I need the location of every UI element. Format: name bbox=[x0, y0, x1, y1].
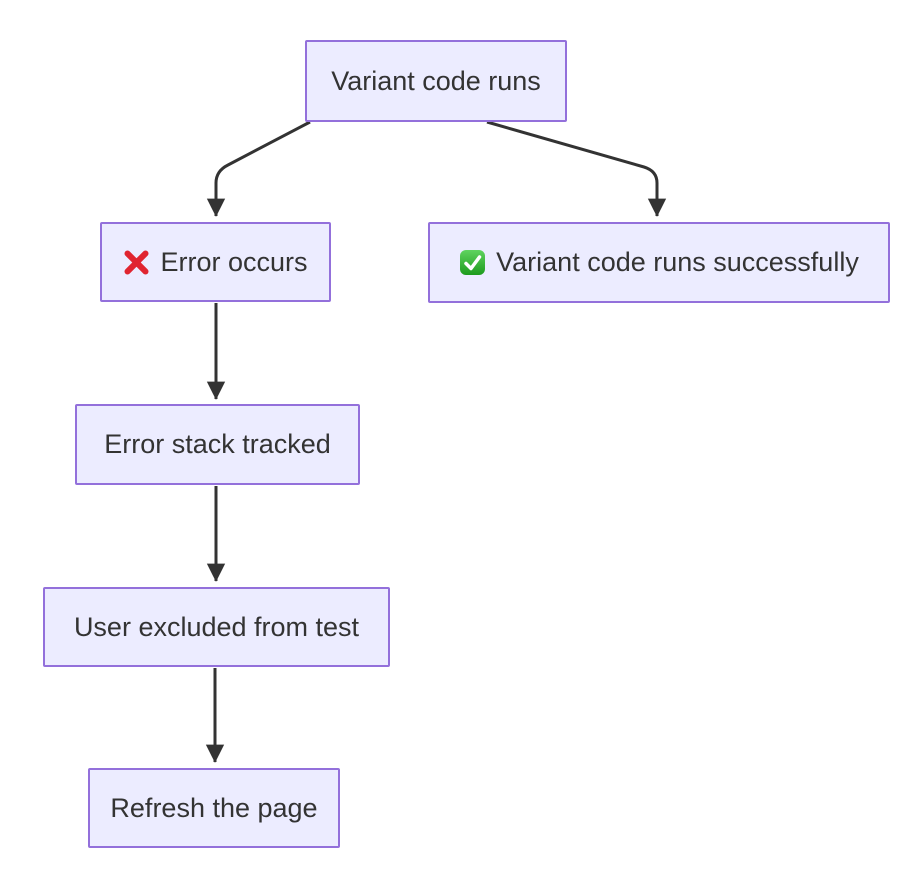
node-refresh-the-page: Refresh the page bbox=[88, 768, 340, 848]
node-error-stack-tracked: Error stack tracked bbox=[75, 404, 360, 485]
node-variant-code-runs: Variant code runs bbox=[305, 40, 567, 122]
node-user-excluded-from-test: User excluded from test bbox=[43, 587, 390, 667]
check-mark-icon bbox=[459, 249, 486, 276]
node-label: User excluded from test bbox=[73, 611, 360, 642]
node-label: Error stack tracked bbox=[104, 429, 331, 460]
cross-mark-icon bbox=[123, 249, 150, 276]
node-label: Error occurs bbox=[160, 246, 308, 277]
node-error-occurs: Error occurs bbox=[100, 222, 331, 302]
node-variant-success: Variant code runs successfully bbox=[428, 222, 890, 303]
node-label: Refresh the page bbox=[110, 792, 318, 823]
node-label: Variant code runs bbox=[331, 65, 541, 96]
edge-variant-to-success bbox=[486, 120, 667, 217]
node-label: Variant code runs successfully bbox=[496, 247, 859, 278]
edge-variant-to-error bbox=[206, 120, 311, 217]
